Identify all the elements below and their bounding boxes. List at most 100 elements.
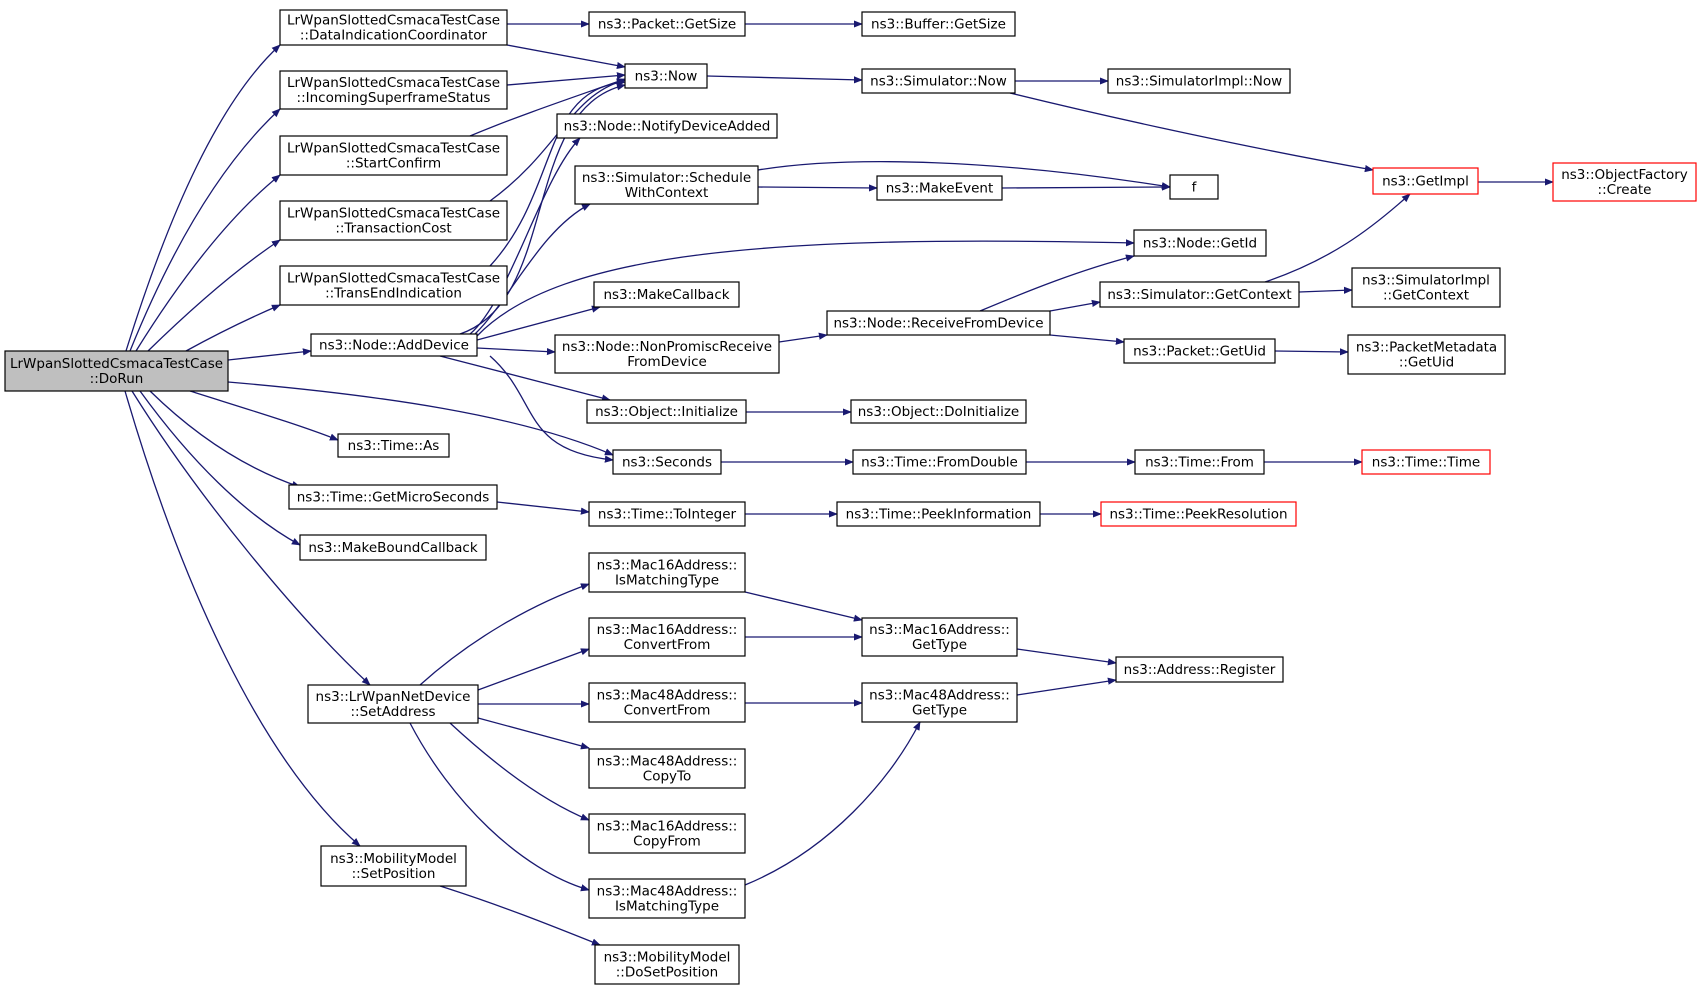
node-m16ismatch[interactable]: ns3::Mac16Address::IsMatchingType [588,552,746,593]
node-box [1347,334,1506,375]
edge-incoming-to-now [506,72,626,86]
node-m48copyto[interactable]: ns3::Mac48Address::CopyTo [588,748,746,789]
edge-dorun-to-incoming [129,108,281,352]
edge-schedule-to-makeevent [757,184,878,192]
node-dosetpos[interactable]: ns3::MobilityModel::DoSetPosition [594,944,740,985]
node-objfactory[interactable]: ns3::ObjectFactory::Create [1552,162,1697,202]
edge-m48ismatch-to-m48gettype [744,721,921,886]
node-label: ns3::Node::NonPromiscReceive [562,339,772,355]
node-label: ns3::Now [635,69,698,85]
node-bufgetsize[interactable]: ns3::Buffer::GetSize [861,11,1016,37]
node-box [337,433,450,458]
node-box [279,9,508,46]
node-box [594,944,740,985]
node-makecallback[interactable]: ns3::MakeCallback [593,281,740,308]
node-box [279,200,508,241]
node-label: ns3::Time::FromDouble [861,455,1018,471]
node-m48gettype[interactable]: ns3::Mac48Address::GetType [861,682,1018,723]
node-simgetctx[interactable]: ns3::Simulator::GetContext [1099,281,1300,308]
node-peekinfo[interactable]: ns3::Time::PeekInformation [836,501,1041,527]
node-label: ns3::Time::As [348,438,440,454]
node-simimplctx[interactable]: ns3::SimulatorImpl::GetContext [1351,267,1501,308]
node-box [588,11,746,37]
node-box [588,748,746,789]
node-pktmetauid[interactable]: ns3::PacketMetadata::GetUid [1347,334,1506,375]
node-initialize[interactable]: ns3::Object::Initialize [586,399,747,424]
node-makeevent[interactable]: ns3::MakeEvent [876,175,1003,201]
node-box [861,617,1018,657]
node-nodegetid[interactable]: ns3::Node::GetId [1133,229,1267,257]
node-timefrom[interactable]: ns3::Time::From [1134,449,1265,475]
node-setaddress[interactable]: ns3::LrWpanNetDevice::SetAddress [307,684,479,724]
node-dorun[interactable]: LrWpanSlottedCsmacaTestCase::DoRun [4,350,229,392]
node-timetime[interactable]: ns3::Time::Time [1361,449,1491,475]
node-m16convert[interactable]: ns3::Mac16Address::ConvertFrom [588,617,746,657]
node-simnow[interactable]: ns3::Simulator::Now [861,68,1016,94]
node-label: ::SetAddress [350,704,435,720]
node-box [624,63,708,89]
node-label: ns3::MobilityModel [330,851,457,867]
node-m48convert[interactable]: ns3::Mac48Address::ConvertFrom [588,682,746,723]
node-label: ns3::Node::GetId [1143,236,1257,252]
edge-adddevice-to-seconds [489,355,614,463]
node-box [876,175,1003,201]
node-fromdouble[interactable]: ns3::Time::FromDouble [852,449,1027,475]
node-notifydev[interactable]: ns3::Node::NotifyDeviceAdded [556,113,778,139]
node-addrregister[interactable]: ns3::Address::Register [1115,656,1284,683]
node-m16gettype[interactable]: ns3::Mac16Address::GetType [861,617,1018,657]
node-label: ns3::Object::DoInitialize [858,404,1020,420]
node-setposition[interactable]: ns3::MobilityModel::SetPosition [320,845,467,887]
node-makebound[interactable]: ns3::MakeBoundCallback [299,534,487,561]
node-box [836,501,1041,527]
node-adddevice[interactable]: ns3::Node::AddDevice [310,333,478,357]
node-label: ns3::MobilityModel [604,950,731,966]
node-box [588,813,746,854]
edge-dorun-to-setposition [124,390,361,847]
node-box [299,534,487,561]
node-doinit[interactable]: ns3::Object::DoInitialize [850,399,1027,424]
node-box [588,501,746,527]
node-pktgetsize[interactable]: ns3::Packet::GetSize [588,11,746,37]
node-box [288,484,498,510]
node-box [612,449,722,475]
node-m48ismatch[interactable]: ns3::Mac48Address::IsMatchingType [588,878,746,919]
node-getmicro[interactable]: ns3::Time::GetMicroSeconds [288,484,498,510]
edge-dorun-to-dataind [125,44,281,352]
edge-schedule-to-f [757,161,1171,190]
edge-m48gettype-to-addrregister [1016,677,1117,696]
node-label: ns3::Mac16Address:: [869,622,1010,638]
edge-setposition-to-dosetpos [439,885,601,946]
node-timeas[interactable]: ns3::Time::As [337,433,450,458]
node-seconds[interactable]: ns3::Seconds [612,449,722,475]
node-label: ::TransactionCost [335,221,451,237]
node-pktgetuid[interactable]: ns3::Packet::GetUid [1123,338,1276,364]
node-label: ns3::Packet::GetSize [598,17,736,33]
node-box [1134,449,1265,475]
node-incoming[interactable]: LrWpanSlottedCsmacaTestCase::IncomingSup… [279,70,508,110]
edge-dataind-to-now [506,44,626,70]
node-label: ns3::Seconds [622,455,712,471]
node-label: ns3::SimulatorImpl [1362,273,1490,289]
node-dataind[interactable]: LrWpanSlottedCsmacaTestCase::DataIndicat… [279,9,508,46]
node-simimplnow[interactable]: ns3::SimulatorImpl::Now [1107,68,1291,94]
node-label: ns3::Mac48Address:: [869,688,1010,704]
node-m16copyfrom[interactable]: ns3::Mac16Address::CopyFrom [588,813,746,854]
node-peekres[interactable]: ns3::Time::PeekResolution [1100,501,1297,527]
edge-receivefrom-to-simgetctx [1049,299,1101,312]
node-now[interactable]: ns3::Now [624,63,708,89]
edge-dorun-to-seconds [227,381,614,456]
node-label: ns3::LrWpanNetDevice [316,689,471,705]
node-box [574,165,759,205]
node-transcost[interactable]: LrWpanSlottedCsmacaTestCase::Transaction… [279,200,508,241]
node-receivefrom[interactable]: ns3::Node::ReceiveFromDevice [826,310,1051,336]
node-startconfirm[interactable]: LrWpanSlottedCsmacaTestCase::StartConfir… [279,135,508,176]
node-getimpl[interactable]: ns3::GetImpl [1372,167,1479,195]
node-tointeger[interactable]: ns3::Time::ToInteger [588,501,746,527]
node-box [1123,338,1276,364]
node-box [1351,267,1501,308]
node-f[interactable]: f [1169,174,1219,200]
node-transend[interactable]: LrWpanSlottedCsmacaTestCase::TransEndInd… [279,265,508,306]
